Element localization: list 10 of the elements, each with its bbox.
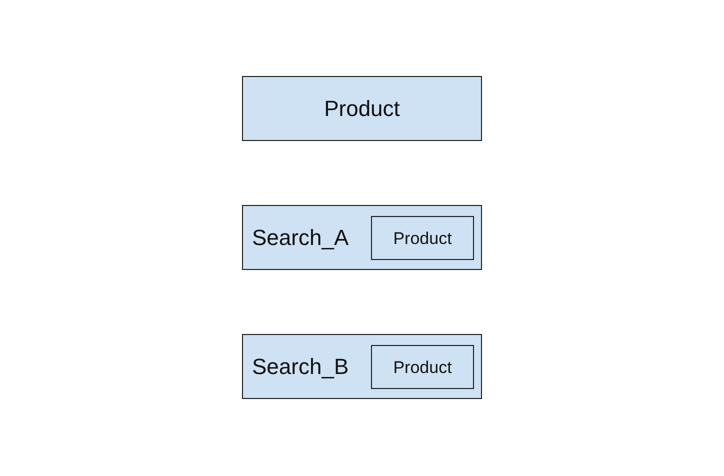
box-label: Product: [393, 358, 452, 376]
entity-box: [242, 76, 482, 141]
nested-box: [371, 345, 474, 389]
entity-box: [242, 334, 482, 399]
entity-box: [242, 205, 482, 270]
box-label: Search_B: [252, 356, 349, 378]
box-label: Search_A: [252, 226, 349, 248]
box-label: Product: [324, 98, 400, 120]
box-label: Product: [393, 230, 452, 246]
nested-box: [371, 216, 474, 260]
